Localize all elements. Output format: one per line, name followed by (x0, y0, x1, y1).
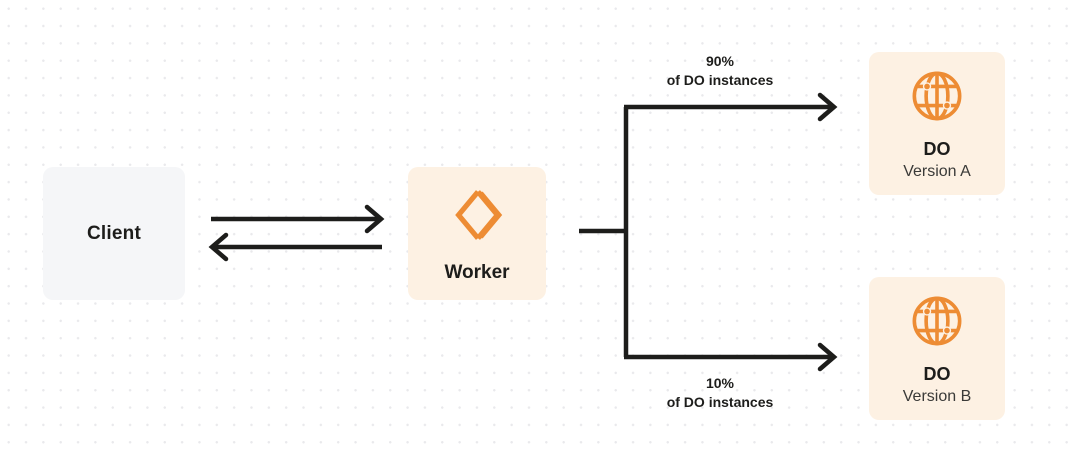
cloudflare-workers-icon (446, 184, 508, 246)
node-worker[interactable]: Worker (408, 167, 546, 300)
node-do-a-title: DO (923, 138, 951, 159)
arrow-client-to-worker (211, 204, 385, 234)
edge-label-do-b: 10% of DO instances (620, 374, 820, 412)
node-do-a-subtitle: Version A (903, 162, 971, 180)
arrow-worker-to-do-a (624, 92, 838, 122)
node-do-b-title: DO (923, 363, 951, 384)
node-client-title: Client (87, 222, 141, 244)
edge-label-do-b-percent: 10% (705, 375, 735, 391)
edge-label-do-b-text: of DO instances (666, 393, 774, 410)
arrow-worker-to-client (208, 232, 382, 262)
node-do-version-b[interactable]: DO Version B (869, 277, 1005, 420)
node-do-b-subtitle: Version B (902, 387, 972, 405)
edge-label-do-a: 90% of DO instances (620, 52, 820, 90)
node-worker-title: Worker (444, 261, 510, 283)
node-client[interactable]: Client (43, 167, 185, 300)
arrow-worker-to-do-b (624, 342, 838, 372)
edge-label-do-a-text: of DO instances (666, 71, 774, 88)
branch-trunk (579, 107, 629, 357)
edge-label-do-a-percent: 90% (705, 53, 735, 69)
node-do-version-a[interactable]: DO Version A (869, 52, 1005, 195)
durable-object-globe-icon (908, 292, 966, 350)
durable-object-globe-icon (908, 67, 966, 125)
